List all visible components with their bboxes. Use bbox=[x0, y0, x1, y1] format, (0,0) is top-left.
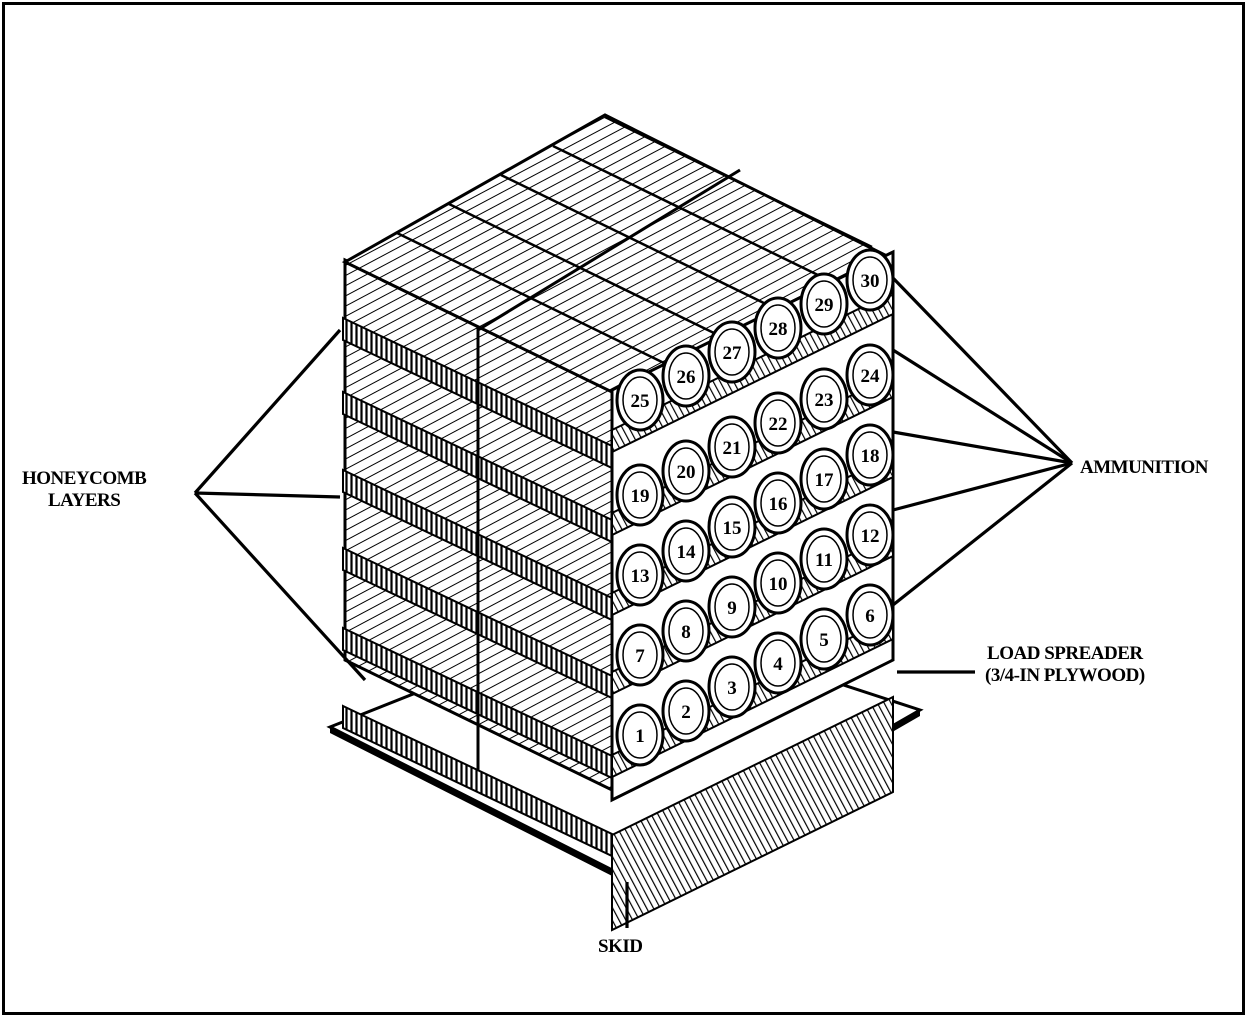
round-number: 3 bbox=[727, 678, 737, 699]
honeycomb-layer-front bbox=[611, 695, 894, 932]
top-strap bbox=[477, 168, 741, 332]
ammunition-round: 4 bbox=[753, 631, 803, 695]
round-number: 9 bbox=[727, 598, 737, 619]
ammunition-round: 3 bbox=[707, 655, 757, 719]
ammunition-round: 5 bbox=[799, 607, 849, 671]
ammunition-round: 15 bbox=[707, 495, 757, 559]
round-number: 15 bbox=[723, 518, 742, 539]
ammunition-round: 12 bbox=[845, 503, 895, 567]
ammunition-round: 9 bbox=[707, 575, 757, 639]
round-number: 28 bbox=[769, 319, 788, 340]
round-number: 7 bbox=[635, 646, 645, 667]
ammunition-round: 29 bbox=[799, 272, 849, 336]
round-number: 20 bbox=[677, 462, 696, 483]
round-number: 12 bbox=[861, 526, 880, 547]
round-number: 13 bbox=[631, 566, 650, 587]
round-number: 10 bbox=[769, 574, 788, 595]
round-number: 4 bbox=[773, 654, 783, 675]
top-round-edge bbox=[448, 202, 717, 336]
ammunition-round: 22 bbox=[753, 391, 803, 455]
ammunition-round: 10 bbox=[753, 551, 803, 615]
ammunition-round: 18 bbox=[845, 423, 895, 487]
round-number: 27 bbox=[723, 343, 743, 364]
ammunition-round: 8 bbox=[661, 599, 711, 663]
top-round-edge bbox=[604, 115, 873, 249]
ammunition-round: 13 bbox=[615, 543, 665, 607]
round-number: 23 bbox=[815, 390, 834, 411]
ammunition-round: 11 bbox=[799, 527, 849, 591]
ammunition-round: 1 bbox=[615, 703, 665, 767]
ammunition-round: 16 bbox=[753, 471, 803, 535]
stack-left-face bbox=[342, 257, 614, 858]
ammunition-round: 28 bbox=[753, 296, 803, 360]
ammunition-round: 26 bbox=[661, 344, 711, 408]
ammunition-round: 23 bbox=[799, 367, 849, 431]
ammunition-round: 20 bbox=[661, 439, 711, 503]
honeycomb-label-line2: LAYERS bbox=[47, 489, 121, 511]
ammunition-round: 7 bbox=[615, 623, 665, 687]
round-number: 8 bbox=[681, 622, 691, 643]
ammunition-round: 21 bbox=[707, 415, 757, 479]
honeycomb-label-line1: HONEYCOMB bbox=[22, 468, 147, 489]
round-number: 25 bbox=[631, 391, 650, 412]
stack-top-face bbox=[341, 113, 889, 394]
ammunition-round: 6 bbox=[845, 583, 895, 647]
round-number: 19 bbox=[631, 486, 650, 507]
round-number: 26 bbox=[677, 367, 696, 388]
round-number: 14 bbox=[677, 542, 697, 563]
ammunition-round: 27 bbox=[707, 320, 757, 384]
round-number: 5 bbox=[819, 630, 829, 651]
ammunition-round: 24 bbox=[845, 343, 895, 407]
load-spreader-label-line1: LOAD SPREADER bbox=[987, 643, 1143, 664]
round-number: 17 bbox=[815, 470, 835, 491]
ammunition-round: 17 bbox=[799, 447, 849, 511]
load-spreader-label-line2: (3/4-IN PLYWOOD) bbox=[985, 664, 1145, 686]
round-number: 6 bbox=[865, 606, 875, 627]
round-number: 18 bbox=[861, 446, 880, 467]
round-number: 1 bbox=[635, 726, 645, 747]
ammunition-round: 30 bbox=[845, 248, 895, 312]
ammunition-round: 2 bbox=[661, 679, 711, 743]
round-number: 30 bbox=[861, 271, 880, 292]
top-round-edge bbox=[344, 260, 613, 394]
round-number: 16 bbox=[769, 494, 788, 515]
top-round-edge bbox=[552, 144, 821, 278]
round-number: 11 bbox=[815, 550, 833, 571]
round-number: 21 bbox=[723, 438, 742, 459]
ammunition-round: 14 bbox=[661, 519, 711, 583]
load-spreader-label: LOAD SPREADER (3/4-IN PLYWOOD) bbox=[985, 643, 1145, 687]
round-number: 22 bbox=[769, 414, 788, 435]
round-number: 24 bbox=[861, 366, 881, 387]
ammunition-round: 19 bbox=[615, 463, 665, 527]
honeycomb-layers-label: HONEYCOMB LAYERS bbox=[22, 468, 147, 512]
skid-label: SKID bbox=[598, 936, 643, 957]
top-round-edge bbox=[500, 173, 769, 307]
leader-lines bbox=[193, 276, 1074, 928]
round-number: 29 bbox=[815, 295, 834, 316]
ammunition-round: 25 bbox=[615, 368, 665, 432]
stack-front-face: 1234567891011121314151617181920212223242… bbox=[610, 248, 895, 932]
ammunition-label: AMMUNITION bbox=[1080, 457, 1209, 478]
round-number: 2 bbox=[681, 702, 691, 723]
